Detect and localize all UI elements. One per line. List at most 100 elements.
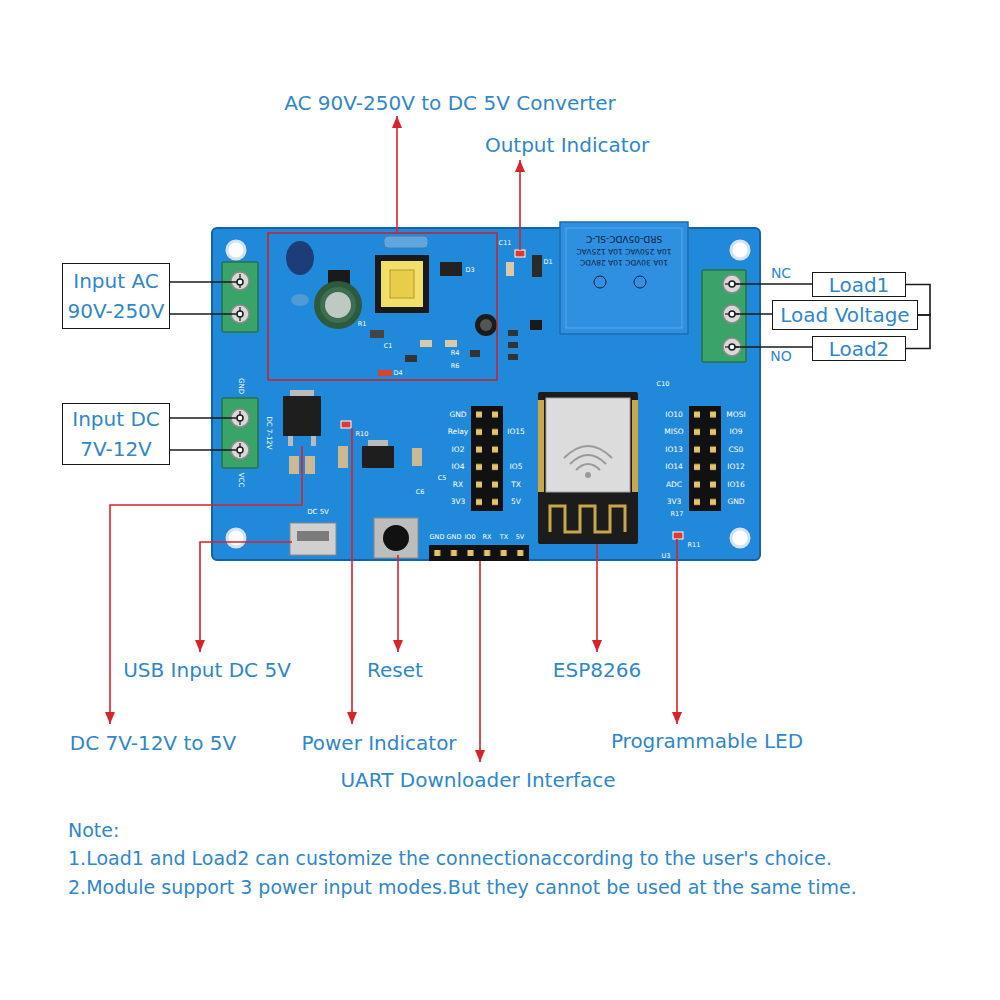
silkscreen-label: GND (447, 534, 462, 541)
terminal-screw (231, 272, 249, 290)
pin-header (471, 406, 503, 511)
silkscreen-label: VCC (237, 473, 244, 488)
callout-label: Note: (68, 821, 119, 840)
castellated-pads (632, 400, 638, 492)
label-box: Load1 (812, 272, 906, 297)
converter-outline (268, 233, 497, 380)
wire-end (237, 279, 243, 285)
silkscreen-label: IO16 (727, 481, 745, 489)
mounting-hole (227, 241, 245, 259)
box-text: Load Voltage (780, 300, 909, 330)
electrolytic-capacitor (314, 281, 362, 329)
callout-label: Reset (367, 660, 423, 680)
reset-button-cap (383, 525, 409, 551)
wire-end (237, 311, 243, 317)
box-text: Input AC 90V-250V (63, 266, 169, 326)
programmable-led (673, 532, 683, 539)
silkscreen-label: R4 (451, 350, 460, 357)
silkscreen-label: DC 5V (307, 509, 329, 516)
callout-label: ESP8266 (553, 660, 641, 680)
callout-label: NO (770, 349, 792, 363)
capacitor (305, 456, 315, 474)
label-box: Load2 (812, 336, 906, 361)
silkscreen-label: IO15 (507, 428, 525, 436)
callout-arrow (351, 428, 353, 724)
silkscreen-label: IO5 (510, 463, 523, 471)
silkscreen-label: R6 (451, 363, 460, 370)
silkscreen-label: U3 (662, 553, 671, 560)
output-led (515, 250, 525, 257)
smd-part (508, 330, 518, 336)
silkscreen-label: GND (237, 378, 244, 394)
callout-label: DC 7V-12V to 5V (70, 733, 237, 753)
silkscreen-label: D3 (465, 267, 474, 274)
callout-label: Power Indicator (301, 733, 456, 753)
pin-header (471, 406, 503, 511)
capacitor (412, 448, 422, 466)
smd-part (370, 330, 384, 338)
silkscreen-label: IO14 (665, 463, 683, 471)
silkscreen-label: RX (483, 534, 492, 541)
capacitor-top (480, 319, 492, 331)
relay (560, 222, 688, 334)
regulator (283, 396, 321, 436)
mounting-hole (731, 241, 749, 259)
silkscreen-label: 3V3 (667, 498, 682, 506)
smd-part (508, 354, 518, 360)
castellated-pads (538, 400, 544, 492)
diode (440, 262, 462, 276)
leader-line (170, 449, 237, 451)
ldo-regulator (362, 446, 394, 468)
silkscreen-label: IO13 (665, 446, 683, 454)
box-text: Load1 (829, 270, 890, 300)
callout-label: Output Indicator (485, 135, 649, 155)
silkscreen-label: GND (449, 411, 466, 419)
rf-shield (546, 398, 630, 492)
usb-connector (290, 523, 336, 555)
mounting-hole (731, 529, 749, 547)
pin-header (689, 406, 721, 511)
smd-part (508, 342, 518, 348)
leader-wires (170, 279, 812, 453)
silkscreen-label: CS0 (729, 446, 744, 454)
wifi-symbol (564, 446, 612, 470)
silkscreen-label: IO12 (727, 463, 745, 471)
silkscreen-label: 10A 250VAC 10A 125VAC (577, 247, 672, 255)
capacitor (338, 446, 348, 468)
leader-line (170, 313, 237, 315)
callout-arrow (676, 539, 678, 724)
callout-label: NC (771, 266, 791, 280)
relay-edge (566, 228, 682, 328)
callout-label: 1.Load1 and Load2 can customize the conn… (68, 849, 832, 868)
silkscreen-label: TX (511, 481, 521, 489)
callout-label: Programmable LED (611, 731, 803, 751)
regulator-leg (288, 436, 293, 446)
power-led (341, 421, 351, 428)
callout-arrow (519, 160, 521, 250)
callout-arrow (110, 446, 302, 724)
silkscreen-label: IO4 (452, 463, 465, 471)
silkscreen-label: MOSI (726, 411, 745, 419)
wire-end (237, 415, 243, 421)
cert-mark (594, 276, 606, 288)
leader-line (170, 281, 237, 283)
silkscreen-label: IO0 (464, 534, 475, 541)
smd-part (445, 340, 457, 347)
cert-mark (634, 276, 646, 288)
diode (532, 255, 542, 277)
label-box: Input DC 7V-12V (62, 403, 170, 465)
silkscreen-label: D4 (393, 370, 402, 377)
transformer (378, 258, 426, 310)
electrolytic-capacitor (475, 314, 497, 336)
silkscreen-label: TX (500, 534, 508, 541)
terminal-block (222, 398, 258, 468)
callout-label: USB Input DC 5V (123, 660, 291, 680)
silkscreen-label: R17 (671, 511, 684, 518)
callout-arrow (479, 561, 481, 762)
box-text: Input DC 7V-12V (63, 404, 169, 464)
silkscreen-label: GND (727, 498, 744, 506)
leader-line (735, 313, 772, 315)
smd-part (470, 350, 480, 357)
regulator-leg (311, 436, 316, 446)
